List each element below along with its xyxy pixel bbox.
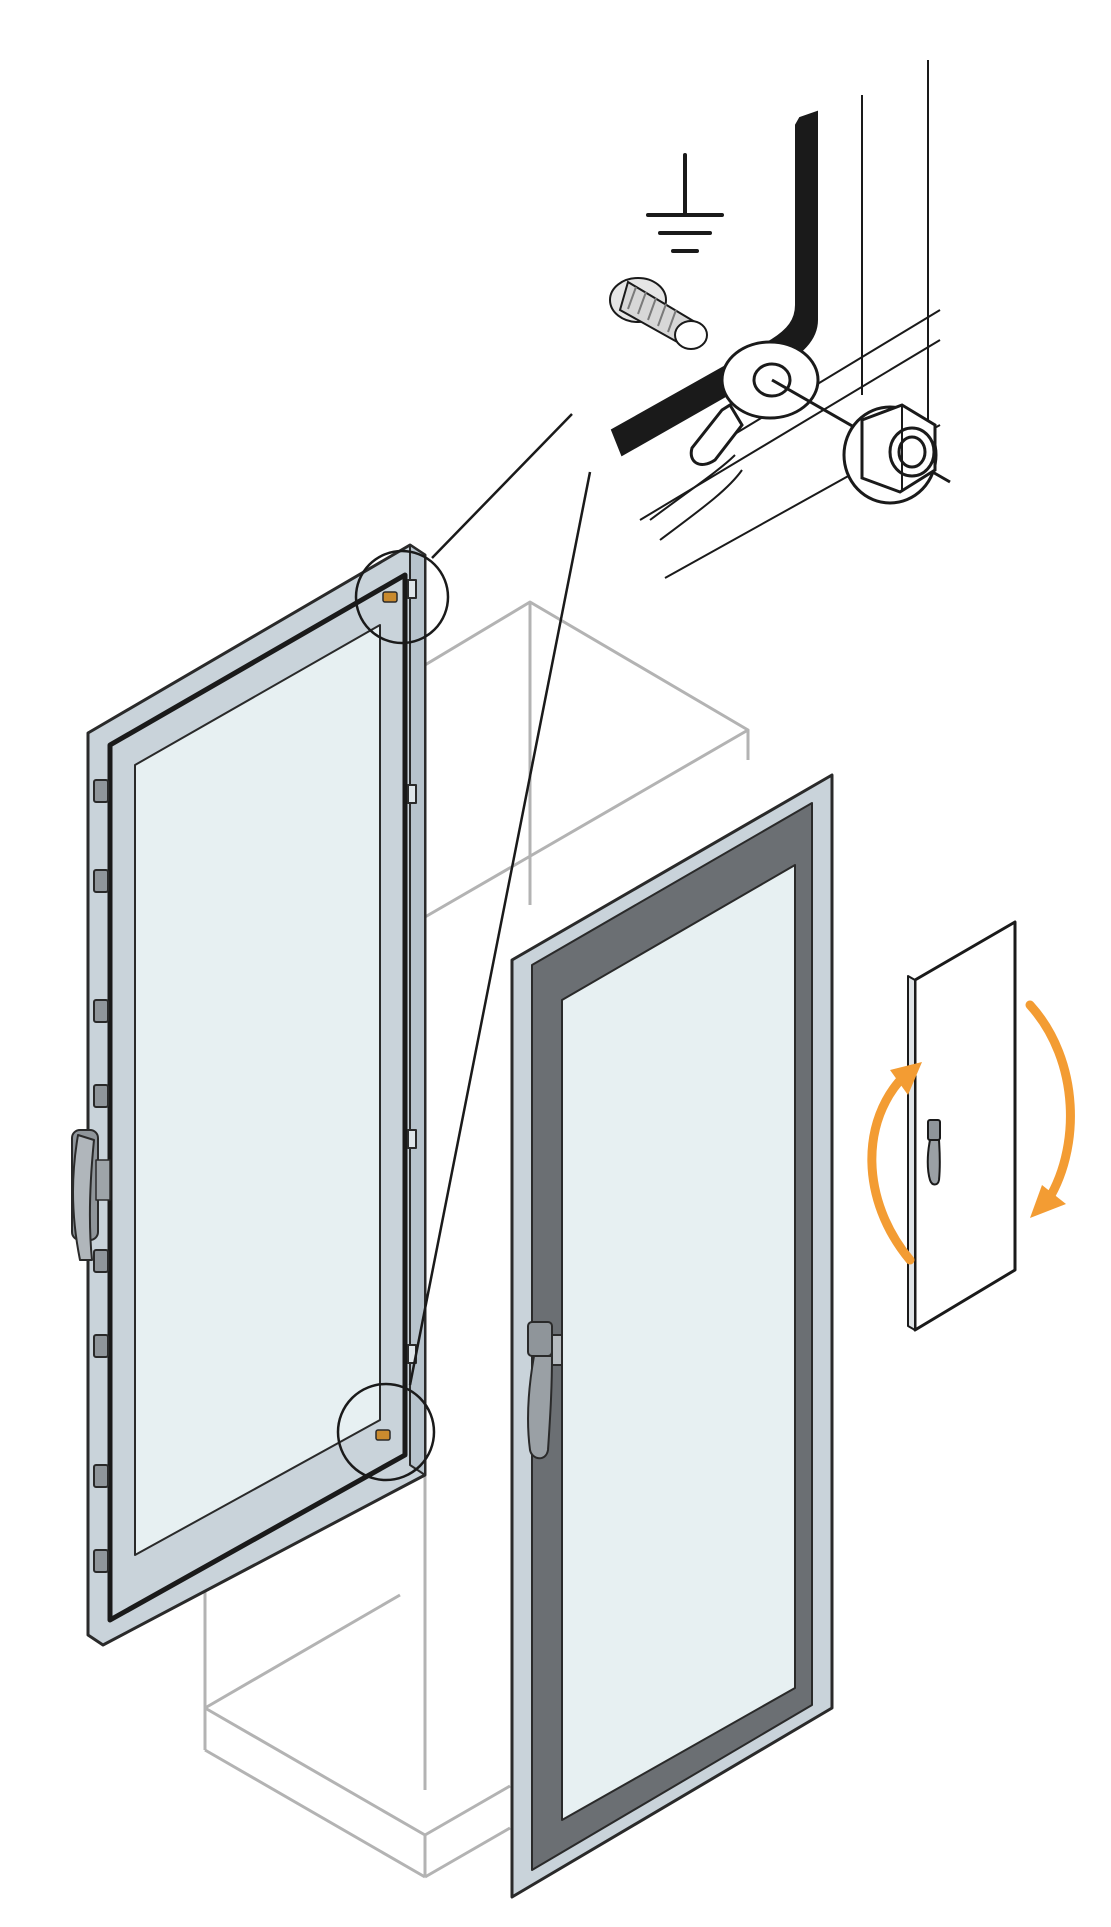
threaded-stud [609,277,708,350]
door-rear-gasket [107,572,408,1623]
small-door-reversal [867,920,1075,1332]
earthing-detail [609,60,951,579]
door-rear-tabs [407,579,417,1364]
door-front-handle [526,1321,563,1460]
door-front-glass [561,864,796,1821]
detail-circle-top [354,549,450,645]
detail-leader-lines [408,413,592,1386]
door-rear-glass [134,624,381,1556]
ring-terminal [689,340,951,484]
door-front-view [510,773,834,1899]
rotate-arrows-icon [867,1000,1075,1265]
door-rear-handle [71,1129,111,1261]
door-rear-view [71,543,450,1647]
earth-stud-bottom [375,1429,391,1441]
earth-stud-top [382,591,398,603]
ground-symbol-icon [646,153,724,253]
detail-circle-bottom [336,1382,436,1482]
small-door-handle [926,1119,941,1186]
door-rear-edge [409,544,426,1476]
hex-nut [842,403,938,505]
door-rear-hinges [93,779,109,1573]
